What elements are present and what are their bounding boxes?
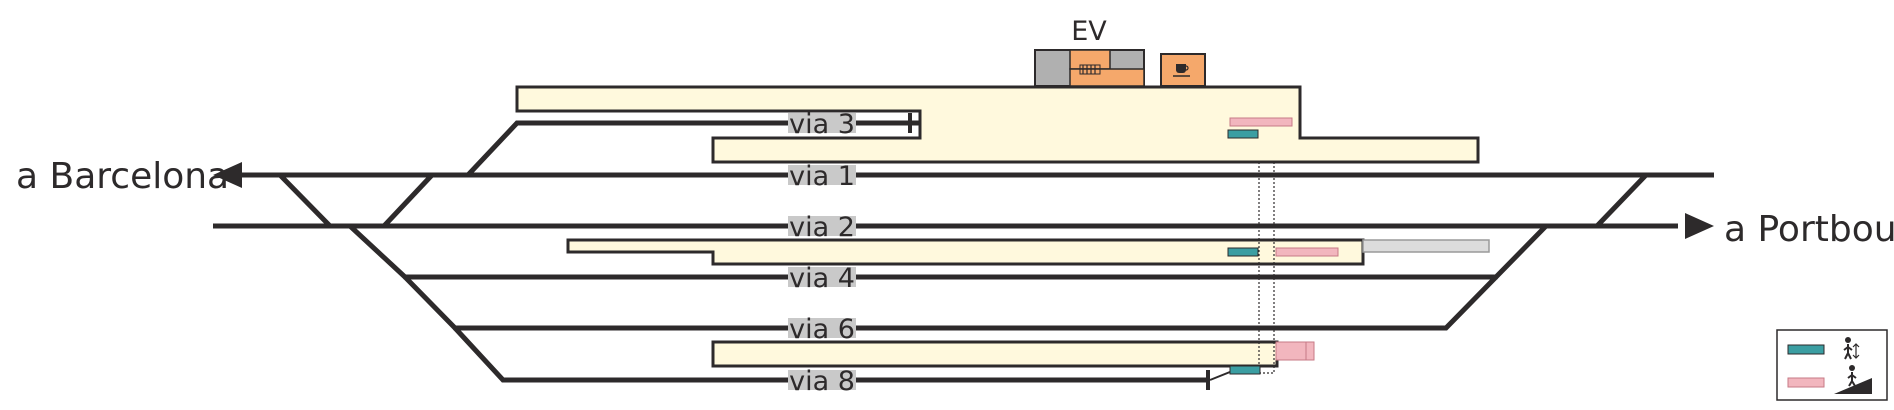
destination-left: a Barcelona bbox=[16, 156, 229, 197]
building-orange-bottom bbox=[1069, 68, 1145, 87]
track-label-via-8: via 8 bbox=[789, 366, 855, 397]
access-facilities bbox=[1227, 117, 1339, 375]
pedestrian-underpass bbox=[1258, 162, 1275, 374]
arrow-right-icon bbox=[1685, 213, 1714, 239]
crossover-left-1-2 bbox=[382, 173, 434, 228]
station-building: EV bbox=[1034, 16, 1206, 87]
crossover-right bbox=[1595, 173, 1648, 228]
label-halo bbox=[788, 113, 856, 133]
tracks bbox=[213, 113, 1714, 390]
legend-lift-swatch bbox=[1787, 344, 1825, 355]
legend-escalator-swatch bbox=[1787, 377, 1825, 388]
track-label-via-1: via 1 bbox=[789, 161, 855, 192]
escalator-icon bbox=[1305, 341, 1315, 361]
coffee-cup-icon bbox=[1173, 64, 1190, 77]
label-halo bbox=[788, 165, 856, 185]
escalator-icon bbox=[1275, 247, 1339, 257]
arrow-left-icon bbox=[213, 162, 242, 188]
legend bbox=[1776, 329, 1888, 401]
lift-person-icon bbox=[1843, 337, 1860, 360]
track-via-8 bbox=[453, 326, 1210, 383]
track-via-4 bbox=[348, 224, 1548, 280]
track-label-via-2: via 2 bbox=[789, 212, 855, 243]
escalator-icon bbox=[1275, 341, 1307, 361]
track-via-3 bbox=[466, 120, 920, 177]
lift-icon bbox=[1229, 365, 1261, 375]
building-label: EV bbox=[1071, 16, 1107, 47]
platform-main bbox=[515, 85, 1480, 164]
track-labels: via 3 via 1 via 2 via 4 via 6 via 8 bbox=[788, 109, 856, 397]
lift-icon bbox=[1227, 247, 1259, 257]
platform-lower bbox=[711, 340, 1279, 368]
track-label-via-6: via 6 bbox=[789, 314, 855, 345]
escalator-icon bbox=[1229, 117, 1293, 127]
destination-right: a Portbou bbox=[1724, 209, 1894, 250]
building-orange-top bbox=[1069, 49, 1111, 70]
ticket-machine-icon bbox=[1079, 64, 1101, 75]
escalator-person-icon bbox=[1834, 365, 1872, 394]
future-platform-extension bbox=[1362, 239, 1490, 253]
label-halo bbox=[788, 318, 856, 338]
lift-icon bbox=[1227, 129, 1259, 139]
track-label-via-3: via 3 bbox=[789, 109, 855, 140]
label-halo bbox=[788, 267, 856, 287]
track-label-via-4: via 4 bbox=[789, 263, 855, 294]
crossover-left-2-1 bbox=[278, 173, 332, 228]
label-halo bbox=[788, 370, 856, 390]
track-via-6 bbox=[403, 275, 1498, 331]
label-halo bbox=[788, 216, 856, 236]
